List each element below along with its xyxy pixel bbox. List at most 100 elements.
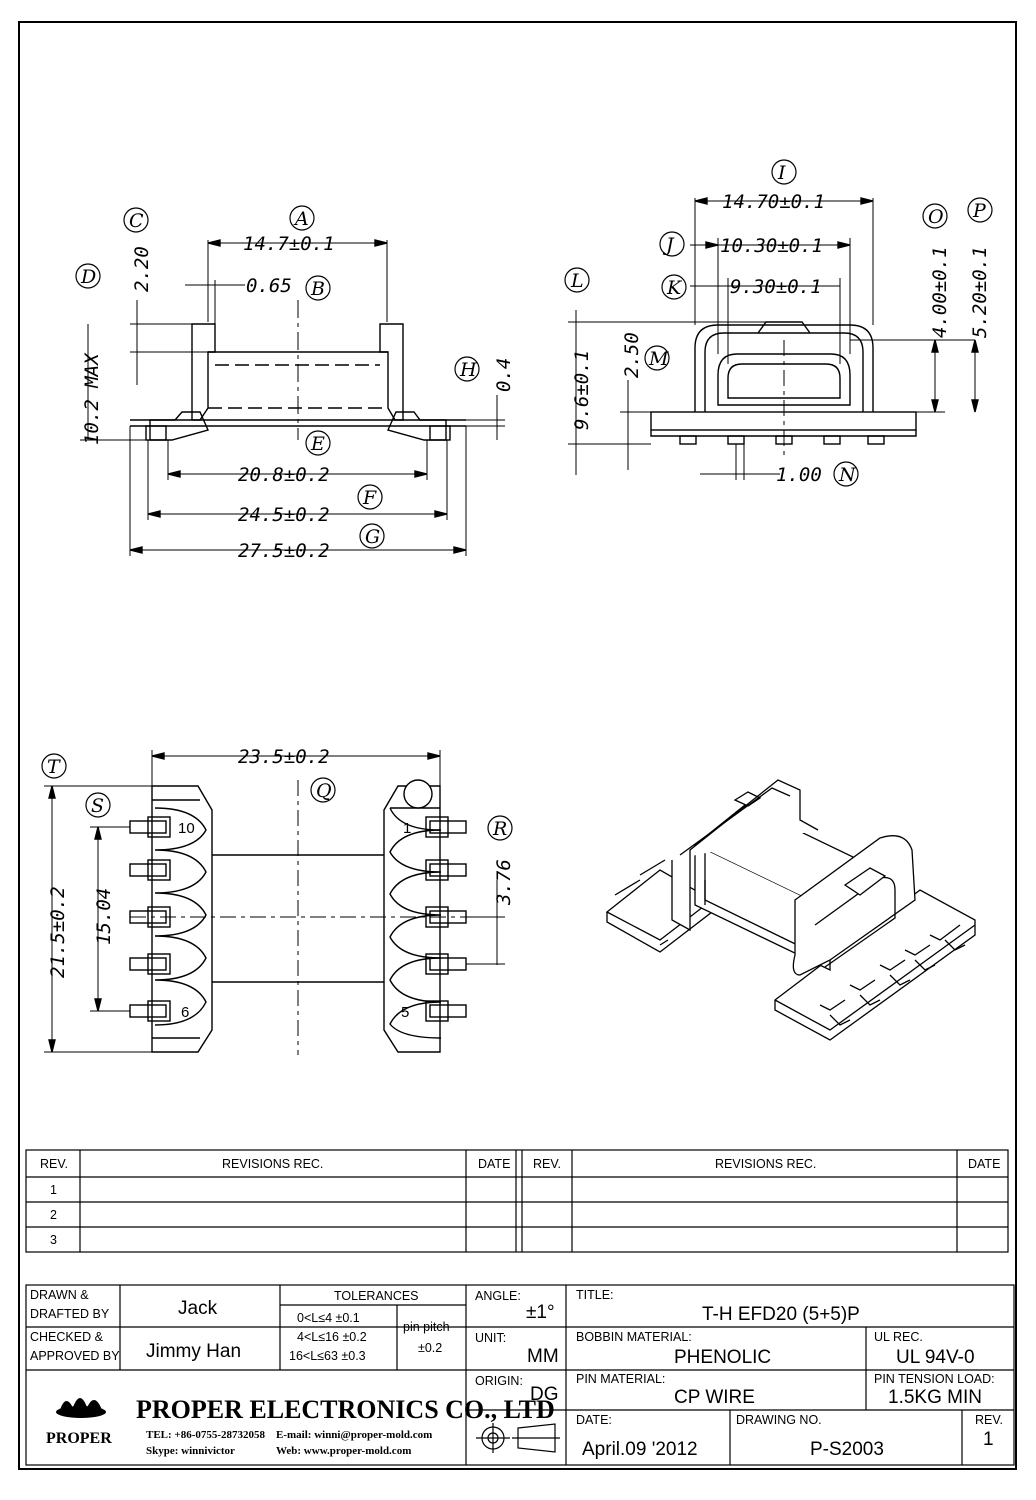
rev-right-header-rev: REV. [533,1157,561,1171]
label-H: H [459,359,477,381]
company-web: Web: www.proper-mold.com [276,1445,411,1457]
front-view [568,197,979,480]
label-Q: Q [316,780,332,802]
dim-N-value: 1.00 [776,464,822,486]
tolerance-row-1: 0<L≤4 ±0.1 [297,1311,360,1325]
label-D: D [80,266,96,288]
company-name: PROPER ELECTRONICS CO., LTD [136,1395,555,1424]
dim-K-value: 9.30±0.1 [730,276,822,298]
company-email: E-mail: winni@proper-mold.com [276,1429,432,1441]
side-flange-right [379,323,404,421]
rev-right-header-rec: REVISIONS REC. [715,1157,816,1171]
dim-H-value: 0.4 [493,358,515,392]
rev-label: REV. [975,1413,1003,1427]
company-tel: TEL: +86-0755-28732058 [146,1429,266,1441]
label-E: E [310,433,325,455]
checked-label-1: CHECKED & [30,1330,104,1344]
date-value: April.09 '2012 [582,1439,698,1460]
dim-E-value: 20.8±0.2 [238,464,330,486]
sheet-border [18,21,1017,1470]
bobbin-material-value: PHENOLIC [674,1347,771,1368]
label-B: B [310,278,325,300]
revisions-table [25,1149,1009,1253]
title-label: TITLE: [576,1288,614,1302]
checked-value: Jimmy Han [146,1341,241,1362]
label-J: J [662,234,675,256]
drawn-value: Jack [178,1298,218,1319]
dim-A-value: 14.7±0.1 [243,233,335,255]
label-N: N [838,464,857,486]
label-S: S [91,795,104,817]
drawing-no-label: DRAWING NO. [736,1413,822,1427]
tolerances-label: TOLERANCES [334,1289,419,1303]
isometric-view [605,779,976,1041]
pin-pitch-value: ±0.2 [418,1341,442,1355]
projection-symbol-icon [476,1423,560,1453]
rev-row-2: 2 [50,1208,57,1222]
dim-M-value: 2.50 [621,332,643,378]
pin-label-10: 10 [178,820,195,837]
dim-R-value: 3.76 [493,859,515,906]
tolerance-row-3: 16<L≤63 ±0.3 [289,1349,366,1363]
label-T: T [47,756,61,778]
unit-label: UNIT: [475,1331,506,1345]
rev-value: 1 [983,1429,994,1450]
date-label: DATE: [576,1413,612,1427]
pin-label-1: 1 [403,820,411,837]
dim-Q-value: 23.5±0.2 [238,746,330,768]
drawing-no-value: P-S2003 [810,1439,884,1460]
rev-left-header-rec: REVISIONS REC. [222,1157,323,1171]
side-flange-left [191,323,216,421]
dim-I-value: 14.70±0.1 [722,191,825,213]
label-L: L [570,270,584,292]
dim-B-value: 0.65 [246,275,292,297]
origin-label: ORIGIN: [475,1374,523,1388]
dim-G-value: 27.5±0.2 [238,540,330,562]
dim-F-value: 24.5±0.2 [238,504,330,526]
checked-label-2: APPROVED BY [30,1349,120,1363]
bobbin-material-label: BOBBIN MATERIAL: [576,1330,692,1344]
circle-label-letters: A B C D E F G H I J K L M N O P Q R S T [47,162,987,840]
rev-left-header-rev: REV. [40,1157,68,1171]
label-C: C [129,210,144,232]
drawn-label-2: DRAFTED BY [30,1307,110,1321]
angle-label: ANGLE: [475,1289,521,1303]
circle-labels [41,159,993,841]
title-value: T-H EFD20 (5+5)P [702,1304,860,1325]
tolerance-row-2: 4<L≤16 ±0.2 [297,1330,367,1344]
label-M: M [648,348,669,370]
pin-material-label: PIN MATERIAL: [576,1372,665,1386]
label-K: K [666,277,683,299]
pin-label-5: 5 [401,1004,409,1021]
logo-text: PROPER [46,1430,112,1447]
pin-label-6: 6 [181,1004,189,1021]
dim-O-value: 4.00±0.1 [929,246,951,338]
pin-material-value: CP WIRE [674,1387,755,1408]
dim-P-value: 5.20±0.1 [969,246,991,338]
title-block-lines [25,1284,1015,1466]
label-F: F [362,487,377,509]
ul-rec-value: UL 94V-0 [896,1347,975,1368]
dim-C-value: 2.20 [131,246,153,292]
label-I: I [777,162,786,184]
label-P: P [972,200,987,222]
drawn-label-1: DRAWN & [30,1288,89,1302]
dim-T-value: 21.5±0.2 [47,886,69,978]
label-G: G [365,526,380,548]
dim-J-value: 10.30±0.1 [720,235,823,257]
label-O: O [928,206,944,228]
dim-D-value: 10.2 MAX [81,352,103,445]
side-view [80,239,505,556]
label-A: A [293,208,309,230]
label-R: R [492,818,507,840]
bottom-view [44,750,505,1055]
rev-right-header-date: DATE [968,1157,1000,1171]
unit-value: MM [527,1346,559,1367]
origin-value: DG [530,1384,559,1405]
dim-S-value: 15.04 [93,888,115,945]
dim-L-value: 9.6±0.1 [571,350,593,430]
company-skype: Skype: winnivictor [146,1445,235,1457]
company-logo-icon [56,1398,106,1418]
angle-value: ±1° [526,1302,555,1323]
